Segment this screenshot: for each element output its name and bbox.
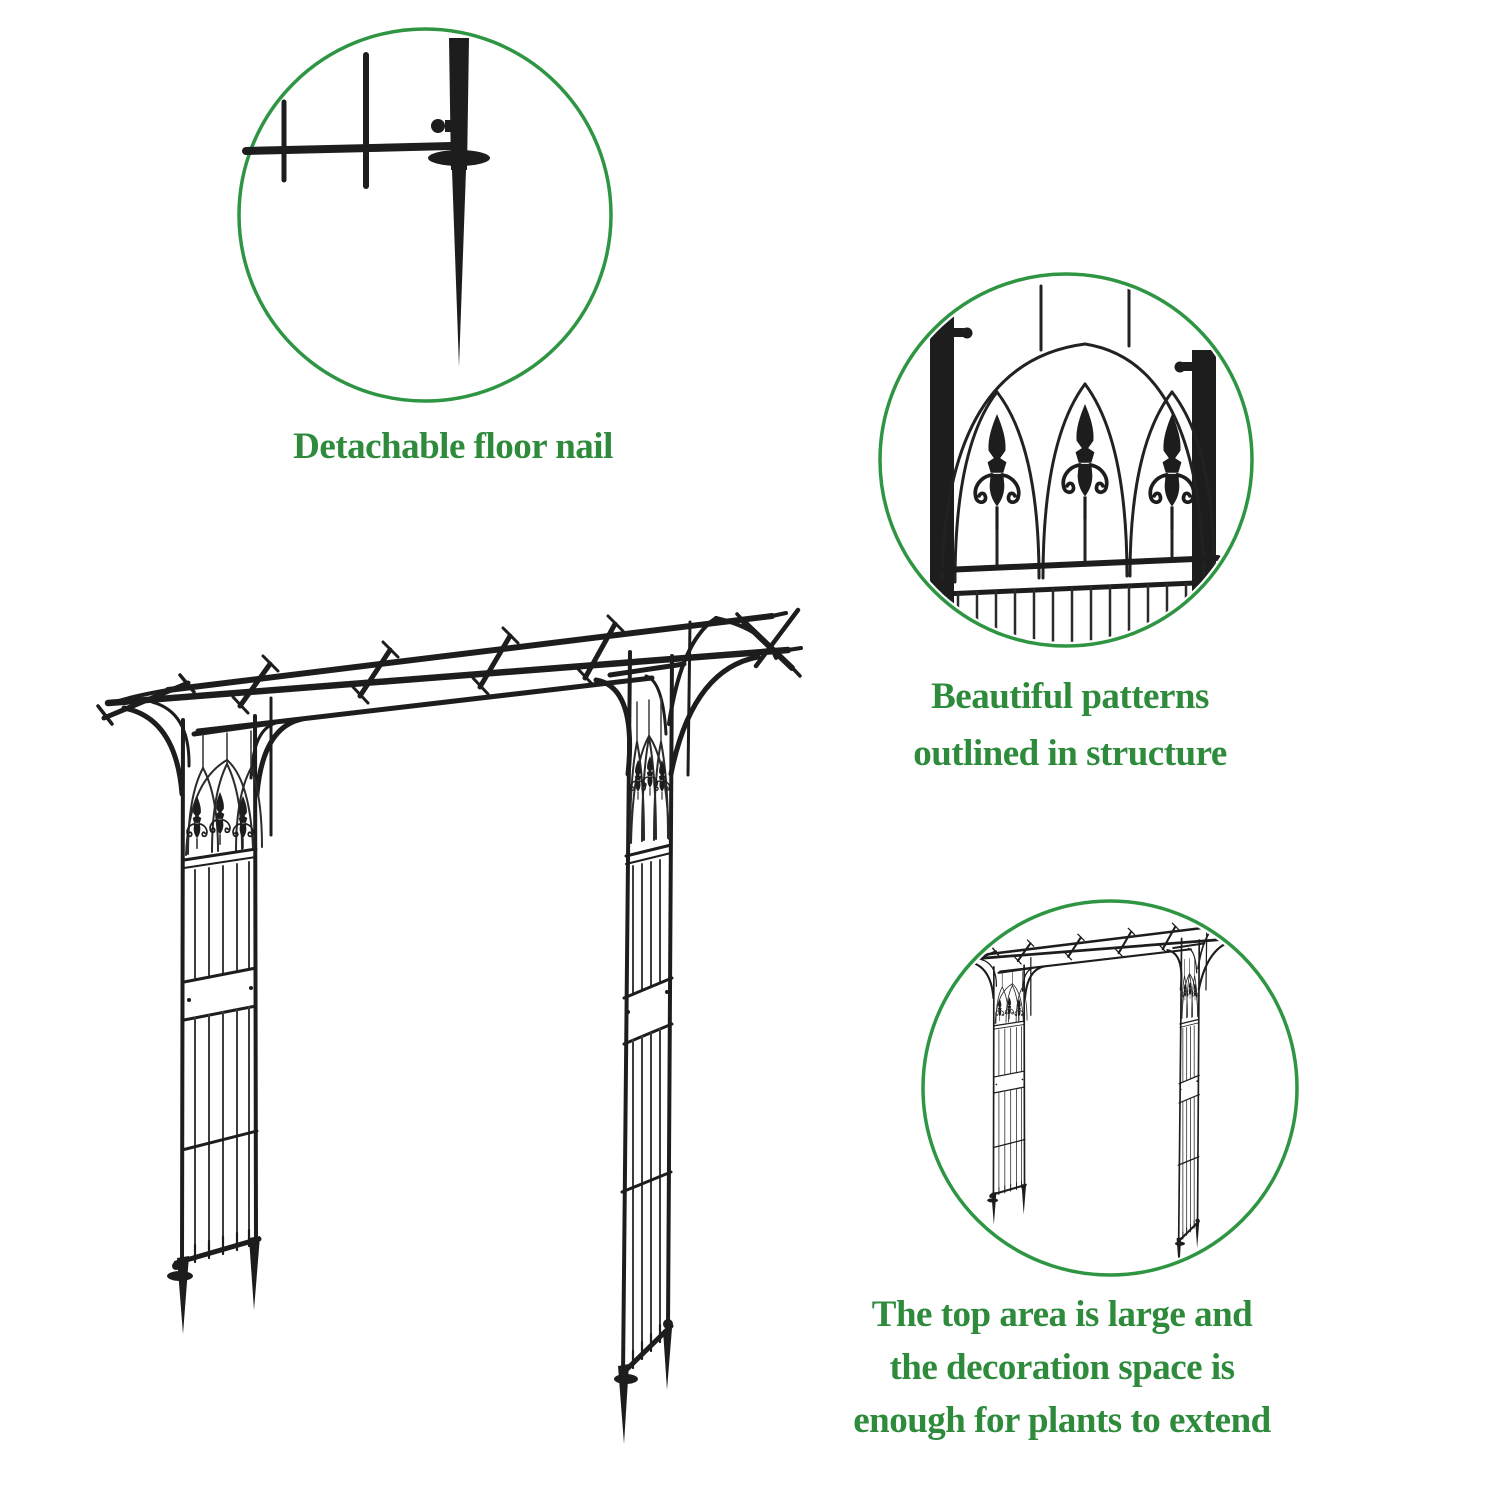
caption-top-area-line3: enough for plants to extend [853,1400,1271,1441]
caption-top-area-line1: The top area is large and [871,1294,1253,1335]
main-arch-illustration [98,610,801,1444]
callout-circle-patterns [878,272,1254,648]
caption-patterns-line2: outlined in structure [913,733,1227,774]
callout-circle-floor-nail [237,27,613,403]
caption-floor-nail: Detachable floor nail [293,420,613,473]
mini-arch-drawing [958,921,1253,1271]
callout-circle-top-area [921,899,1299,1277]
floor-nail-detail-drawing [242,38,490,367]
caption-top-area-line2: the decoration space is [889,1347,1235,1388]
caption-patterns: Beautiful patterns outlined in structure [913,668,1227,782]
caption-floor-nail-text: Detachable floor nail [293,426,613,467]
caption-top-area: The top area is large and the decoration… [853,1288,1271,1447]
pattern-detail-drawing [930,280,1221,642]
caption-patterns-line1: Beautiful patterns [931,676,1209,717]
